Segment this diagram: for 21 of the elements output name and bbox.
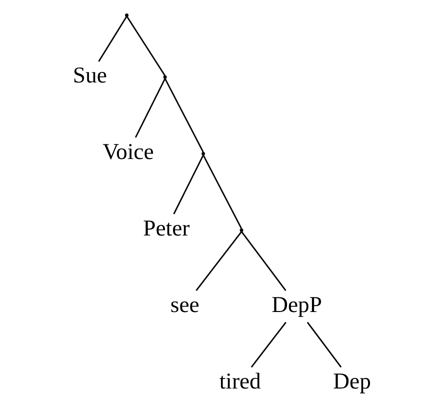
node-text: see: [170, 292, 200, 318]
connector: [126, 16, 166, 76]
node-text: Sue: [72, 62, 107, 88]
connector: [134, 78, 166, 138]
connector: [250, 322, 286, 368]
node-text: tired: [219, 368, 261, 394]
connector: [164, 78, 204, 152]
connector: [196, 231, 242, 291]
node-text: Voice: [102, 139, 154, 164]
node-point: [163, 75, 167, 79]
node-point: [240, 228, 244, 232]
node-text: Dep: [333, 368, 371, 394]
connector: [173, 154, 204, 214]
node-point: [202, 152, 206, 156]
connector: [241, 231, 286, 291]
node-text: DepP: [272, 292, 322, 318]
connector: [98, 16, 128, 62]
node-text: Peter: [143, 216, 190, 241]
connector: [306, 322, 342, 368]
connector: [202, 154, 242, 229]
node-point: [125, 13, 128, 17]
